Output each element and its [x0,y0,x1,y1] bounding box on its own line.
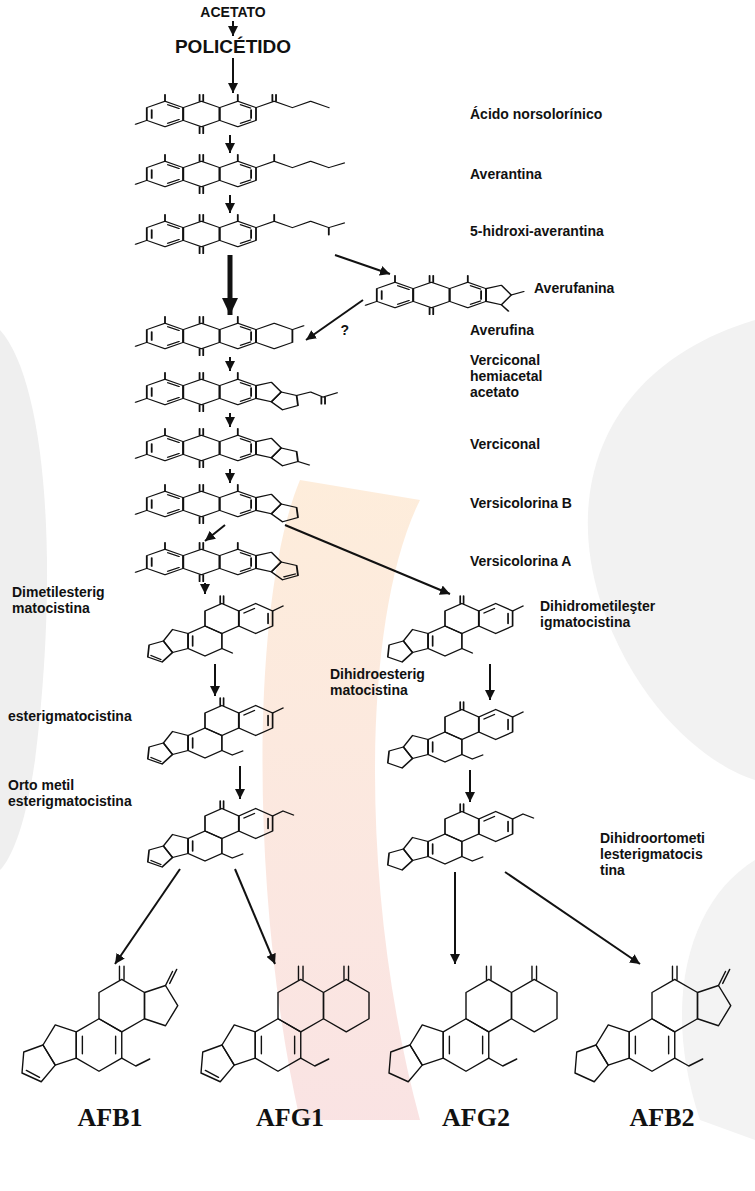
reaction-arrow [228,255,233,315]
reaction-arrow [469,770,471,802]
reaction-arrow [232,21,234,36]
structure [136,316,304,355]
compound-name: Averantina [470,166,542,183]
compound-node: Versicolorina A [134,541,300,583]
compound-name: ACETATO [200,4,265,21]
compound-node: AFG1 [199,964,371,1084]
reaction-arrow [115,869,180,964]
compound-name: Verciconal hemiacetal acetato [470,352,565,400]
compound-node: Verciconal [134,427,311,469]
compound-name: Versicolorina A [470,553,571,570]
compound-name: Ácido norsolorínico [470,106,602,123]
reaction-arrow [205,525,225,541]
compound-node: Dihidroesterig matocistina [387,700,535,770]
toxin-name: AFG2 [442,1103,510,1133]
structure [148,698,283,764]
structure [366,275,524,314]
reaction-arrow [214,664,216,696]
structure [136,94,329,133]
structure [148,801,294,867]
structure [136,372,338,411]
text-node: ACETATO [200,4,265,21]
reaction-arrow [285,525,450,594]
reaction-arrow [229,357,231,371]
reaction-arrow [235,869,275,964]
reaction-arrow [232,58,234,93]
compound-node: Averufanina [363,274,526,316]
structure [388,596,523,662]
structure [136,484,298,523]
watermark-band [682,860,755,1140]
structure [148,596,283,662]
compound-name: 5-hidroxi-averantina [470,223,604,240]
reaction-arrow [229,469,231,483]
compound-name: Dihidroortometi lesterigmatocis tina [600,830,722,878]
compound-name: Orto metil esterigmatocistina [8,777,144,809]
compound-name: Dihidrometileşter igmatocistina [540,598,680,630]
structure [389,966,557,1082]
reaction-arrow [229,413,231,427]
compound-node: Dihidrometileşter igmatocistina [387,594,535,664]
reaction-arrow [505,872,640,964]
compound-name: Dihidroesterig matocistina [330,666,448,698]
compound-node: Averufina [134,315,306,357]
compound-node: Orto metil esterigmatocistina [147,799,295,869]
compound-node: Dimetilesterig matocistina [147,594,295,664]
structure [136,154,345,193]
reaction-arrow [229,135,231,153]
compound-name: POLICÉTIDO [175,36,291,58]
reaction-arrow [229,195,231,213]
compound-node: esterigmatocistina [147,696,295,766]
compound-name: Versicolorina B [470,495,572,512]
structure [388,702,523,768]
compound-node: AFB2 [573,964,733,1084]
reaction-arrow [454,872,456,964]
compound-name: Verciconal [470,436,540,453]
toxin-name: AFB2 [630,1103,695,1133]
reaction-arrow [239,766,241,799]
structure [136,542,298,581]
reaction-arrow [204,583,206,594]
compound-node: Verciconal hemiacetal acetato [134,371,340,413]
compound-node: Versicolorina B [134,483,300,525]
text-node: POLICÉTIDO [175,36,291,58]
compound-name: Averufina [470,322,534,339]
structure [22,966,178,1082]
compound-node: AFB1 [20,964,180,1084]
compound-node: AFG2 [387,964,559,1084]
compound-node: 5-hidroxi-averantina [134,213,346,255]
structure [136,428,310,467]
compound-node: Dihidroortometi lesterigmatocis tina [387,802,535,872]
compound-name: Averufanina [534,280,614,297]
reaction-arrow [335,255,390,274]
structure [575,966,731,1082]
structure [136,214,345,253]
toxin-name: AFG1 [256,1103,324,1133]
structure [388,804,534,870]
structure [201,966,369,1082]
compound-name: esterigmatocistina [8,708,132,725]
toxin-name: AFB1 [78,1103,143,1133]
compound-node: Averantina [134,153,346,195]
reaction-arrow [306,300,363,340]
watermark-band [588,320,755,780]
compound-name: Dimetilesterig matocistina [12,584,132,616]
reaction-arrow [489,664,491,700]
edge-label: ? [339,322,352,339]
compound-node: Ácido norsolorínico [134,93,332,135]
